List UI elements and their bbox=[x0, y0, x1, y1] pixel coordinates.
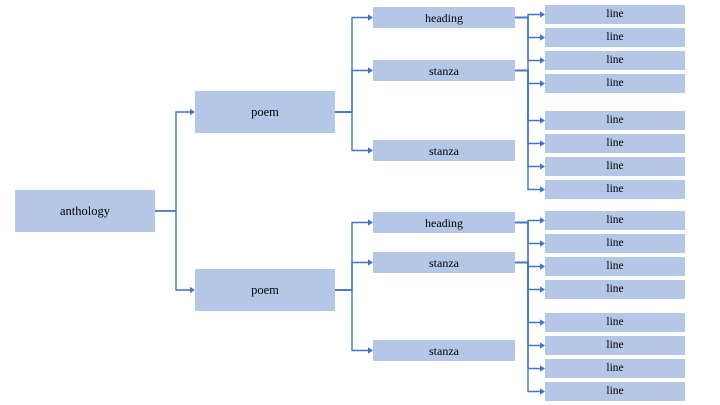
node-anthology[interactable]: anthology bbox=[15, 190, 155, 232]
connector-stanza-to-line-3 bbox=[515, 261, 540, 370]
node-heading-p1-1[interactable]: heading bbox=[373, 7, 515, 28]
node-stanza-p2-3[interactable]: stanza bbox=[373, 340, 515, 361]
node-line-p1-s1-2[interactable]: line bbox=[545, 28, 685, 47]
node-line-p1-s1-4[interactable]: line bbox=[545, 74, 685, 93]
node-heading-p1-1-label: heading bbox=[425, 10, 463, 25]
node-stanza-p2-2-label: stanza bbox=[429, 255, 459, 270]
node-poem-2[interactable]: poem bbox=[195, 269, 335, 311]
connector-poem-2-to-heading-1 bbox=[335, 221, 368, 291]
node-line-p2-s2-1-label: line bbox=[606, 315, 624, 328]
node-line-p2-s2-4-label: line bbox=[606, 384, 624, 397]
node-line-p1-s1-1[interactable]: line bbox=[545, 5, 685, 24]
node-line-p1-s1-3-label: line bbox=[606, 53, 624, 66]
node-line-p1-s1-2-label: line bbox=[606, 30, 624, 43]
node-line-p1-s2-1-label: line bbox=[606, 113, 624, 126]
connector-anthology-to-poem-2 bbox=[155, 210, 190, 291]
node-line-p1-s1-3[interactable]: line bbox=[545, 51, 685, 70]
node-line-p1-s1-4-label: line bbox=[606, 76, 624, 89]
connector-stanza-to-line-2 bbox=[515, 69, 540, 145]
node-stanza-p2-3-label: stanza bbox=[429, 343, 459, 358]
connector-poem-2-to-stanza-3 bbox=[335, 289, 368, 352]
node-line-p1-s2-3[interactable]: line bbox=[545, 157, 685, 176]
node-line-p2-s2-4[interactable]: line bbox=[545, 382, 685, 401]
connector-poem-1-to-stanza-2 bbox=[335, 69, 368, 113]
connector-heading-to-line-4 bbox=[515, 221, 540, 291]
connector-heading-to-line-2 bbox=[515, 16, 540, 39]
node-stanza-p1-3-label: stanza bbox=[429, 143, 459, 158]
node-line-p2-s1-2[interactable]: line bbox=[545, 234, 685, 253]
node-line-p1-s2-2-label: line bbox=[606, 136, 624, 149]
node-poem-1[interactable]: poem bbox=[195, 91, 335, 133]
node-line-p1-s2-4[interactable]: line bbox=[545, 180, 685, 199]
node-line-p2-s2-3-label: line bbox=[606, 361, 624, 374]
connector-heading-to-line-2 bbox=[515, 221, 540, 245]
node-stanza-p1-2-label: stanza bbox=[429, 63, 459, 78]
node-line-p1-s1-1-label: line bbox=[606, 7, 624, 20]
node-line-p1-s2-2[interactable]: line bbox=[545, 134, 685, 153]
connector-stanza-to-line-2 bbox=[515, 261, 540, 347]
node-anthology-label: anthology bbox=[60, 203, 110, 218]
connector-anthology-to-poem-1 bbox=[155, 111, 190, 212]
node-line-p1-s2-1[interactable]: line bbox=[545, 111, 685, 130]
node-line-p2-s2-2-label: line bbox=[606, 338, 624, 351]
node-stanza-p2-2[interactable]: stanza bbox=[373, 252, 515, 273]
node-stanza-p1-3[interactable]: stanza bbox=[373, 140, 515, 161]
connector-heading-to-line-4 bbox=[515, 16, 540, 85]
connector-stanza-to-line-1 bbox=[515, 261, 540, 324]
node-heading-p2-1[interactable]: heading bbox=[373, 212, 515, 233]
connector-heading-to-line-3 bbox=[515, 221, 540, 268]
node-line-p2-s1-3[interactable]: line bbox=[545, 257, 685, 276]
node-line-p2-s1-1-label: line bbox=[606, 213, 624, 226]
node-line-p1-s2-4-label: line bbox=[606, 182, 624, 195]
node-line-p2-s1-3-label: line bbox=[606, 259, 624, 272]
connector-poem-1-to-heading-1 bbox=[335, 16, 368, 113]
node-poem-2-label: poem bbox=[251, 282, 279, 297]
node-line-p2-s2-1[interactable]: line bbox=[545, 313, 685, 332]
node-poem-1-label: poem bbox=[251, 104, 279, 119]
node-stanza-p1-2[interactable]: stanza bbox=[373, 60, 515, 81]
connector-heading-to-line-1 bbox=[515, 219, 540, 224]
node-line-p2-s1-2-label: line bbox=[606, 236, 624, 249]
node-heading-p2-1-label: heading bbox=[425, 215, 463, 230]
connector-heading-to-line-3 bbox=[515, 16, 540, 62]
connector-stanza-to-line-4 bbox=[515, 261, 540, 393]
node-line-p2-s1-4[interactable]: line bbox=[545, 280, 685, 299]
node-line-p1-s2-3-label: line bbox=[606, 159, 624, 172]
node-line-p2-s1-4-label: line bbox=[606, 282, 624, 295]
connector-stanza-to-line-4 bbox=[515, 69, 540, 191]
node-line-p2-s2-2[interactable]: line bbox=[545, 336, 685, 355]
connector-stanza-to-line-1 bbox=[515, 69, 540, 122]
node-line-p2-s1-1[interactable]: line bbox=[545, 211, 685, 230]
connector-poem-2-to-stanza-2 bbox=[335, 261, 368, 291]
connector-poem-1-to-stanza-3 bbox=[335, 111, 368, 152]
connector-heading-to-line-1 bbox=[515, 13, 540, 19]
connector-stanza-to-line-3 bbox=[515, 69, 540, 168]
node-line-p2-s2-3[interactable]: line bbox=[545, 359, 685, 378]
